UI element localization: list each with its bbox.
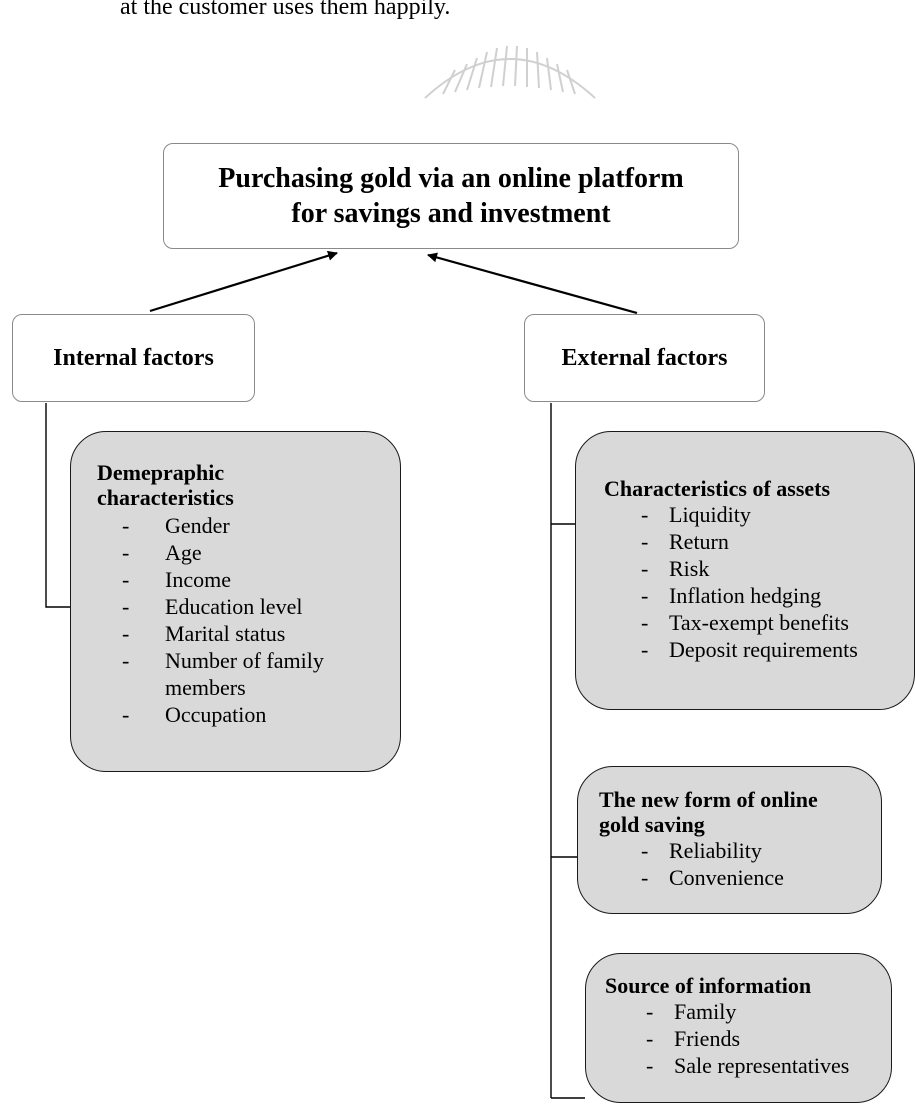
dash: -	[122, 648, 130, 673]
dash: -	[646, 1053, 654, 1078]
list-item: -Family	[646, 998, 885, 1025]
internal-factors-box: Internal factors	[12, 314, 255, 402]
list-item: -Tax-exempt benefits	[641, 609, 908, 636]
demographic-list: - Gender - Age - Income - Education level - M…	[122, 512, 390, 728]
demographic-card: Demepraphic characteristics - Gender - Age…	[70, 431, 401, 772]
list-item: -Friends	[646, 1025, 885, 1052]
list-item: -Return	[641, 528, 908, 555]
dash: -	[122, 513, 130, 538]
dash: -	[122, 567, 130, 592]
item-text: Education level	[165, 594, 303, 619]
item-text: Liquidity	[669, 502, 751, 527]
dash: -	[641, 502, 649, 527]
list-item: -Inflation hedging	[641, 582, 908, 609]
list-item: - Education level	[122, 593, 390, 620]
new-form-title-line-1: The new form of online	[599, 787, 818, 812]
title-box: Purchasing gold via an online platform f…	[163, 143, 739, 249]
list-item: -Sale representatives	[646, 1052, 885, 1079]
dash: -	[122, 594, 130, 619]
item-text: Convenience	[669, 865, 784, 890]
new-form-card: The new form of online gold saving -Reli…	[577, 766, 882, 914]
list-item: -Liquidity	[641, 501, 908, 528]
item-text: Inflation hedging	[669, 583, 822, 608]
source-card: Source of information -Family -Friends -…	[585, 953, 892, 1103]
list-item: - Age	[122, 539, 390, 566]
dash: -	[641, 583, 649, 608]
new-form-title: The new form of online gold saving	[599, 787, 875, 837]
dash: -	[646, 1026, 654, 1051]
list-item: -Reliability	[641, 837, 875, 864]
item-text: Number of family members	[165, 648, 324, 700]
new-form-title-line-2: gold saving	[599, 812, 705, 837]
dash: -	[641, 529, 649, 554]
list-item: - Income	[122, 566, 390, 593]
source-list: -Family -Friends -Sale representatives	[646, 998, 885, 1079]
item-text: Income	[165, 567, 231, 592]
dash: -	[646, 999, 654, 1024]
list-item: -Convenience	[641, 864, 875, 891]
demographic-title-line-2: characteristics	[97, 485, 234, 510]
list-item: - Marital status	[122, 620, 390, 647]
list-item: -Deposit requirements	[641, 636, 908, 663]
item-text: Occupation	[165, 702, 267, 727]
item-text: Deposit requirements	[669, 637, 858, 662]
internal-factors-label: Internal factors	[53, 344, 214, 371]
arrow-internal-to-title	[149, 250, 338, 313]
dash: -	[641, 610, 649, 635]
demographic-title-line-1: Demepraphic	[97, 460, 225, 485]
demographic-title: Demepraphic characteristics	[97, 460, 390, 510]
item-text: Sale representatives	[674, 1053, 850, 1078]
dash: -	[122, 702, 130, 727]
item-text: Family	[674, 999, 737, 1024]
item-text: Gender	[165, 513, 230, 538]
source-title: Source of information	[605, 973, 812, 998]
watermark-seal	[424, 45, 596, 99]
assets-card: Characteristics of assets -Liquidity -Re…	[575, 431, 915, 710]
arrow-external-to-title	[427, 252, 638, 315]
item-text: Return	[669, 529, 729, 554]
item-text: Risk	[669, 556, 710, 581]
list-item: - Occupation	[122, 701, 390, 728]
assets-title: Characteristics of assets	[604, 476, 831, 501]
item-text: Reliability	[669, 838, 762, 863]
dash: -	[641, 637, 649, 662]
dash: -	[122, 621, 130, 646]
dash: -	[641, 838, 649, 863]
page-top-text: at the customer uses them happily.	[120, 0, 451, 20]
dash: -	[641, 865, 649, 890]
title-line-2: for savings and investment	[291, 198, 611, 229]
dash: -	[122, 540, 130, 565]
list-item: - Number of family members	[122, 647, 390, 701]
external-factors-label: External factors	[561, 344, 728, 371]
item-text: Tax-exempt benefits	[669, 610, 849, 635]
assets-list: -Liquidity -Return -Risk -Inflation hedg…	[641, 501, 908, 663]
item-text: Friends	[674, 1026, 740, 1051]
title-line-1: Purchasing gold via an online platform	[218, 163, 684, 194]
list-item: -Risk	[641, 555, 908, 582]
dash: -	[641, 556, 649, 581]
connector-internal-demographic	[45, 403, 70, 608]
item-text: Marital status	[165, 621, 286, 646]
list-item: - Gender	[122, 512, 390, 539]
item-text: Age	[165, 540, 202, 565]
new-form-list: -Reliability -Convenience	[641, 837, 875, 891]
external-factors-box: External factors	[524, 314, 765, 402]
